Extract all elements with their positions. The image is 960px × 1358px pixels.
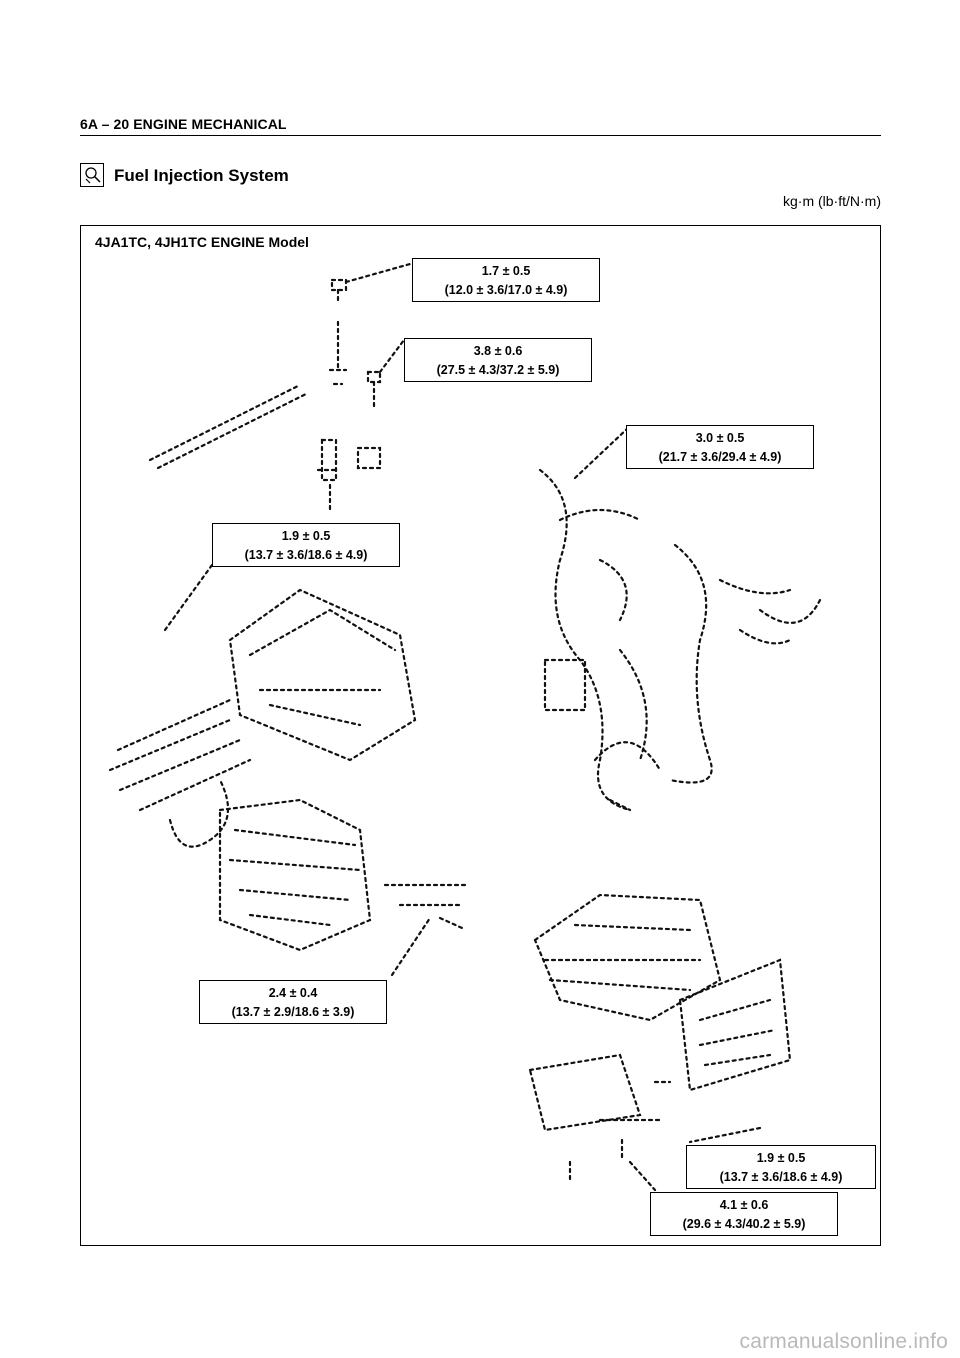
torque-detail: (27.5 ± 4.3/37.2 ± 5.9): [436, 363, 560, 377]
torque-callout: 3.8 ± 0.6 (27.5 ± 4.3/37.2 ± 5.9): [404, 338, 592, 382]
torque-detail: (13.7 ± 3.6/18.6 ± 4.9): [244, 548, 368, 562]
diagram-frame: [80, 225, 881, 1246]
torque-value: 3.8 ± 0.6: [473, 344, 523, 358]
torque-value: 1.9 ± 0.5: [756, 1151, 806, 1165]
magnifier-icon: [80, 163, 104, 187]
header-divider: [80, 135, 881, 136]
torque-units: kg·m (lb·ft/N·m): [783, 193, 881, 209]
footer-watermark: carmanualsonline.info: [739, 1330, 948, 1353]
torque-callout: 1.7 ± 0.5 (12.0 ± 3.6/17.0 ± 4.9): [412, 258, 600, 302]
torque-callout: 1.9 ± 0.5 (13.7 ± 3.6/18.6 ± 4.9): [212, 523, 400, 567]
torque-callout: 3.0 ± 0.5 (21.7 ± 3.6/29.4 ± 4.9): [626, 425, 814, 469]
torque-callout: 1.9 ± 0.5 (13.7 ± 3.6/18.6 ± 4.9): [686, 1145, 876, 1189]
torque-value: 4.1 ± 0.6: [719, 1198, 769, 1212]
torque-value: 1.7 ± 0.5: [481, 264, 531, 278]
torque-detail: (13.7 ± 3.6/18.6 ± 4.9): [719, 1170, 843, 1184]
model-label: 4JA1TC, 4JH1TC ENGINE Model: [95, 234, 309, 250]
torque-detail: (12.0 ± 3.6/17.0 ± 4.9): [444, 283, 568, 297]
section-title: Fuel Injection System: [114, 166, 289, 185]
torque-detail: (29.6 ± 4.3/40.2 ± 5.9): [682, 1217, 806, 1231]
torque-value: 3.0 ± 0.5: [695, 431, 745, 445]
torque-callout: 4.1 ± 0.6 (29.6 ± 4.3/40.2 ± 5.9): [650, 1192, 838, 1236]
torque-detail: (13.7 ± 2.9/18.6 ± 3.9): [231, 1005, 355, 1019]
torque-value: 2.4 ± 0.4: [268, 986, 318, 1000]
torque-callout: 2.4 ± 0.4 (13.7 ± 2.9/18.6 ± 3.9): [199, 980, 387, 1024]
torque-value: 1.9 ± 0.5: [281, 529, 331, 543]
page-header: 6A – 20 ENGINE MECHANICAL: [80, 116, 287, 132]
torque-detail: (21.7 ± 3.6/29.4 ± 4.9): [658, 450, 782, 464]
